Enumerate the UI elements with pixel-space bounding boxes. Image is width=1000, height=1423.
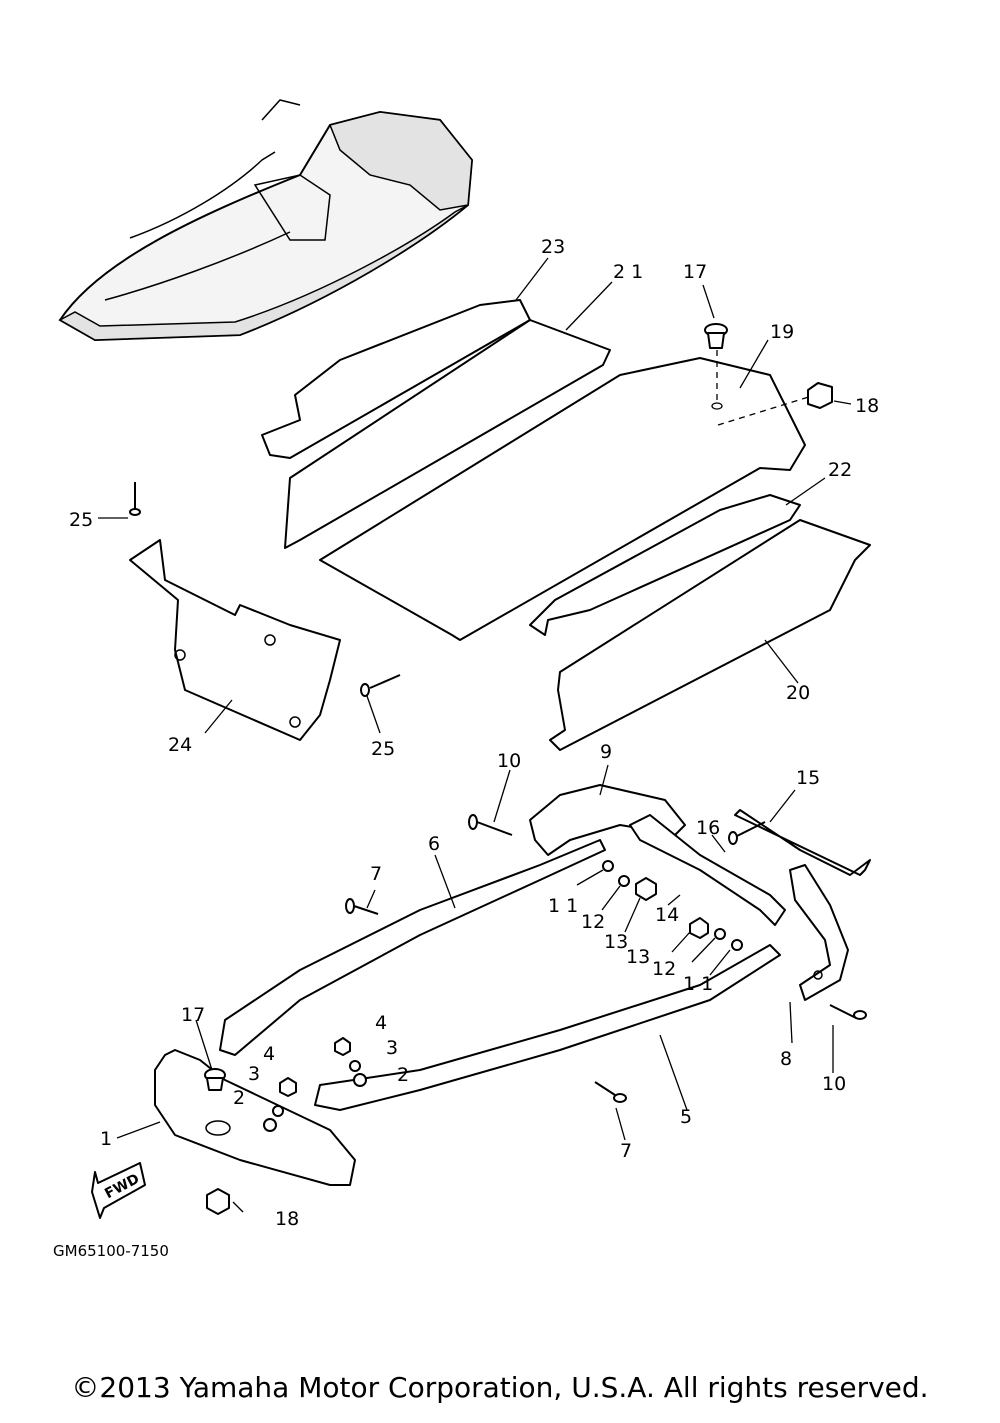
callout-22: 22 (828, 459, 852, 481)
part-2-washer-b (263, 1118, 277, 1132)
callout-13-right: 13 (626, 946, 650, 968)
part-25-rivet-upper (129, 482, 141, 516)
callout-19: 19 (770, 321, 794, 343)
callout-3-right: 3 (386, 1037, 398, 1059)
part-22-mat (529, 494, 801, 636)
callout-4-left: 4 (263, 1043, 275, 1065)
part-7-screw-lower (594, 1081, 627, 1103)
callout-12-right: 12 (652, 958, 676, 980)
part-16-rivet (728, 821, 766, 845)
part-15-strip (734, 809, 871, 876)
callout-18-top: 18 (855, 395, 879, 417)
callout-4-right: 4 (375, 1012, 387, 1034)
callout-15: 15 (796, 767, 820, 789)
part-12-washer-b (714, 928, 726, 940)
callout-12-left: 12 (581, 911, 605, 933)
part-7-screw-upper (345, 898, 379, 915)
part-11-washer-a (602, 860, 614, 872)
callout-16: 16 (696, 817, 720, 839)
part-5-rail (314, 944, 781, 1111)
callout-6: 6 (428, 833, 440, 855)
part-20-mat (549, 519, 871, 751)
part-8-bumper (789, 864, 849, 1001)
part-3-washer-b (272, 1105, 284, 1117)
callout-10-upper: 10 (497, 750, 521, 772)
fwd-arrow-icon: FWD (91, 1162, 146, 1219)
callout-3-left: 3 (248, 1063, 260, 1085)
part-18-nut-lower (206, 1188, 230, 1215)
part-13-nut-b (689, 917, 709, 939)
part-18-nut-top (807, 382, 833, 409)
callout-9: 9 (600, 741, 612, 763)
copyright-notice: ©2013 Yamaha Motor Corporation, U.S.A. A… (71, 1371, 929, 1404)
plug-hole (711, 402, 723, 410)
callout-17-lower: 17 (181, 1004, 205, 1026)
leader-lines (98, 257, 852, 1213)
callout-20: 20 (786, 682, 810, 704)
part-19-mat (319, 357, 806, 641)
part-12-washer-a (618, 875, 630, 887)
part-17-plug-top (704, 323, 728, 349)
part-3-washer-a (349, 1060, 361, 1072)
part-1-bumper (154, 1049, 356, 1186)
part-10-screw-upper (468, 814, 513, 836)
part-23-mat (261, 299, 531, 459)
callout-24: 24 (168, 734, 192, 756)
diagram-code: GM65100-7150 (53, 1242, 169, 1260)
part-10-screw-lower (829, 1004, 867, 1020)
callout-11-right: 1 1 (683, 973, 713, 995)
callout-25-upper: 25 (69, 509, 93, 531)
callout-7-lower: 7 (620, 1140, 632, 1162)
part-14-rail (629, 814, 786, 926)
part-11-washer-b (731, 939, 743, 951)
part-21-mat (284, 319, 611, 549)
callout-17-top: 17 (683, 261, 707, 283)
part-4-nut-b (279, 1077, 297, 1097)
callout-21: 2 1 (613, 261, 643, 283)
callout-2-right: 2 (397, 1064, 409, 1086)
part-2-washer-a (353, 1073, 367, 1087)
part-25-rivet-lower (360, 674, 401, 697)
callout-13-left: 13 (604, 931, 628, 953)
part-13-nut-a (635, 877, 657, 901)
callout-14: 14 (655, 904, 679, 926)
part-24-bracket (129, 539, 341, 741)
callout-25-lower: 25 (371, 738, 395, 760)
part-17-plug-lower (204, 1068, 226, 1091)
callout-8: 8 (780, 1048, 792, 1070)
callout-18-lower: 18 (275, 1208, 299, 1230)
callout-1: 1 (100, 1128, 112, 1150)
watercraft-illustration (58, 99, 474, 342)
callout-labels: 23 2 1 17 19 18 22 25 20 24 25 10 9 15 1… (69, 236, 879, 1230)
callout-10-lower: 10 (822, 1073, 846, 1095)
callout-11-left: 1 1 (548, 895, 578, 917)
callout-7-upper: 7 (370, 863, 382, 885)
part-6-rail (219, 839, 606, 1056)
callout-23: 23 (541, 236, 565, 258)
callout-2-left: 2 (233, 1087, 245, 1109)
callout-5: 5 (680, 1106, 692, 1128)
part-4-nut-a (334, 1037, 351, 1056)
